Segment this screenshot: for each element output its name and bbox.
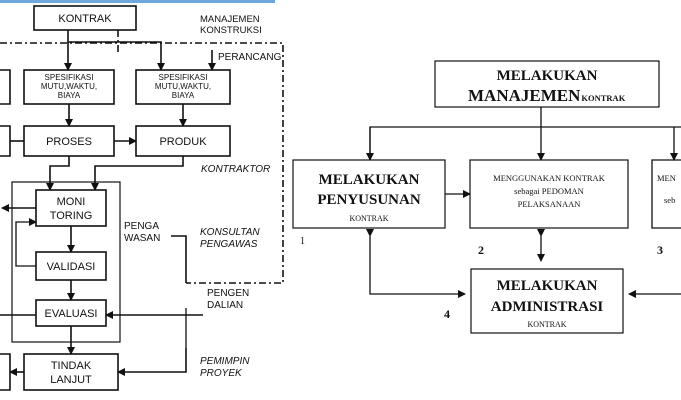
manajemen-branch-line [369,126,681,160]
penyusunan-line3: KONTRAK [349,214,388,223]
produk-box [135,125,231,157]
kontrak-box [33,5,137,31]
tindak-lanjut-box [23,353,119,391]
validasi-feedback-arrow [15,218,37,267]
penyusunan-number: 1 [300,236,305,247]
menggunakan-line3: PELAKSANAAN [518,199,581,209]
manajemen-line2: MANAJEMENKONTRAK [468,86,626,105]
monitoring-line2: TORING [50,210,93,222]
penyusunan-line2: PENYUSUNAN [317,192,421,208]
right-flowchart: MELAKUKAN MANAJEMENKONTRAK MELAKUKAN PEN… [292,60,681,334]
manajemen-kontrak-box [434,60,660,108]
proses-label: PROSES [46,136,92,148]
konsultan-line2: PENGAWAS [200,239,258,250]
left-flowchart: KONTRAK MANAJEMEN KONSTRUKSI PERANCANG S… [0,0,284,391]
konsultan-line1: KONSULTAN [200,227,260,238]
tindak-lanjut-line1: TINDAK [51,360,92,372]
manajemen-konstruksi-line2: KONSTRUKSI [200,25,262,36]
evaluasi-box [35,299,107,327]
spesifikasi-2-line2: MUTU,WAKTU, [155,82,211,91]
top-strip [0,0,275,3]
manajemen-dashed-region [0,42,284,284]
administrasi-box [470,268,624,334]
spesifikasi-box-2 [135,69,231,105]
partial-box-left-2 [0,125,11,157]
box3-partial [651,159,681,229]
penyusunan-administrasi-arrow [366,229,466,298]
kontraktor-label: KONTRAKTOR [201,164,270,175]
pemimpin-line2: PROYEK [200,368,243,379]
pengendalian-line1: PENGEN [207,288,249,299]
perancang-label: PERANCANG [218,52,282,63]
administrasi-line3: KONTRAK [527,320,566,329]
pengawasan-line2: WASAN [124,233,160,244]
spesifikasi-2-line3: BIAYA [172,91,195,100]
spesifikasi-1-line3: BIAYA [58,91,81,100]
proses-to-monitoring-arrow [46,156,70,191]
menggunakan-line1: MENGGUNAKAN KONTRAK [493,173,606,183]
produk-label: PRODUK [159,136,207,148]
menggunakan-line2: sebagai PEDOMAN [514,186,584,196]
box3-number: 3 [657,243,663,257]
evaluasi-label: EVALUASI [45,308,98,320]
box3-line1: MEN [657,173,676,183]
pemimpin-line1: PEMIMPIN [200,356,250,367]
validasi-label: VALIDASI [47,261,96,273]
pengendalian-line2: DALIAN [207,300,243,311]
administrasi-line1: MELAKUKAN [497,278,598,294]
spesifikasi-1-line2: MUTU,WAKTU, [41,82,97,91]
administrasi-number: 4 [444,307,450,321]
kontrak-label: KONTRAK [58,13,112,25]
pemimpin-to-tindak-arrow [117,348,187,376]
manajemen-line1: MELAKUKAN [497,68,598,84]
penyusunan-box [292,159,446,229]
spesifikasi-2-line1: SPESIFIKASI [159,73,208,82]
spesifikasi-box-1 [23,69,115,105]
penyusunan-line1: MELAKUKAN [319,172,420,188]
monitoring-line1: MONI [57,196,86,208]
tindak-lanjut-line2: LANJUT [50,374,92,386]
spesifikasi-1-line1: SPESIFIKASI [45,73,94,82]
administrasi-line2: ADMINISTRASI [491,299,604,315]
pengawasan-frame [11,181,121,343]
box3-line2: seb [664,195,675,205]
kontrak-to-spec2-arrow [67,30,165,71]
pengawasan-connector [171,235,187,283]
partial-box-left-1 [0,69,11,105]
partial-box-left-3 [0,353,11,391]
menggunakan-number: 2 [478,243,484,257]
pengawasan-line1: PENGA [124,221,159,232]
produk-to-monitoring-arrow [91,156,184,191]
manajemen-konstruksi-line1: MANAJEMEN [200,14,260,25]
